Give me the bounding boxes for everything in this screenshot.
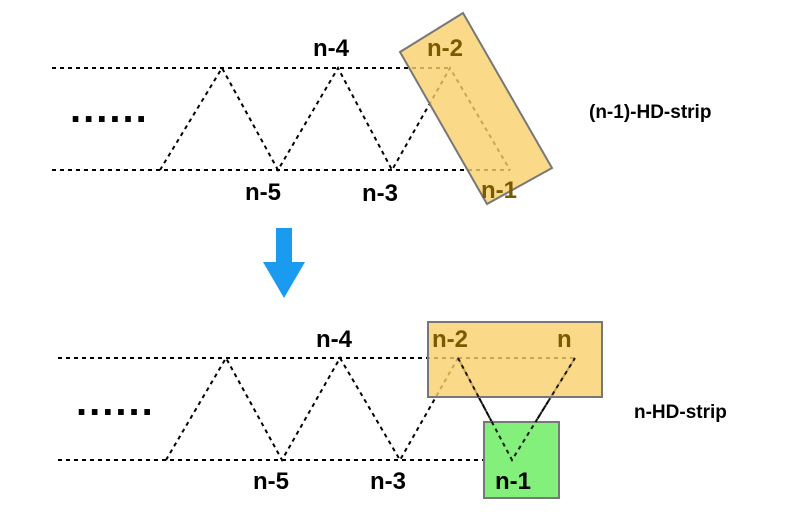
bottom-label-n-5: n-5 — [253, 468, 289, 495]
bottom-strip: ...... n-4 n-2 n n-5 n-3 n-1 n-HD-strip — [58, 321, 727, 499]
bottom-label-n-1: n-1 — [495, 468, 531, 495]
bottom-label-n-3: n-3 — [370, 468, 406, 495]
bottom-label-n: n — [557, 326, 572, 353]
down-arrow — [263, 228, 305, 298]
bottom-zigzag-overlay — [457, 357, 576, 463]
bottom-label-n-2: n-2 — [432, 326, 468, 353]
bottom-green-box — [483, 421, 560, 499]
top-label-n-3: n-3 — [362, 180, 398, 207]
top-strip: ...... n-4 n-2 n-5 n-3 n-1 (n-1)-HD-stri… — [52, 11, 711, 207]
top-ellipsis: ...... — [70, 87, 149, 131]
arrow-shaft — [276, 228, 292, 264]
top-highlight-box — [398, 11, 554, 206]
top-strip-label: (n-1)-HD-strip — [589, 102, 711, 123]
top-label-n-2: n-2 — [427, 35, 463, 62]
bottom-ellipsis: ...... — [76, 380, 155, 424]
bottom-strip-label: n-HD-strip — [634, 402, 727, 423]
arrow-head — [263, 262, 305, 298]
bottom-label-n-4: n-4 — [316, 326, 353, 353]
top-label-n-5: n-5 — [245, 179, 281, 206]
top-label-n-1: n-1 — [481, 177, 517, 204]
top-label-n-4: n-4 — [313, 35, 350, 62]
